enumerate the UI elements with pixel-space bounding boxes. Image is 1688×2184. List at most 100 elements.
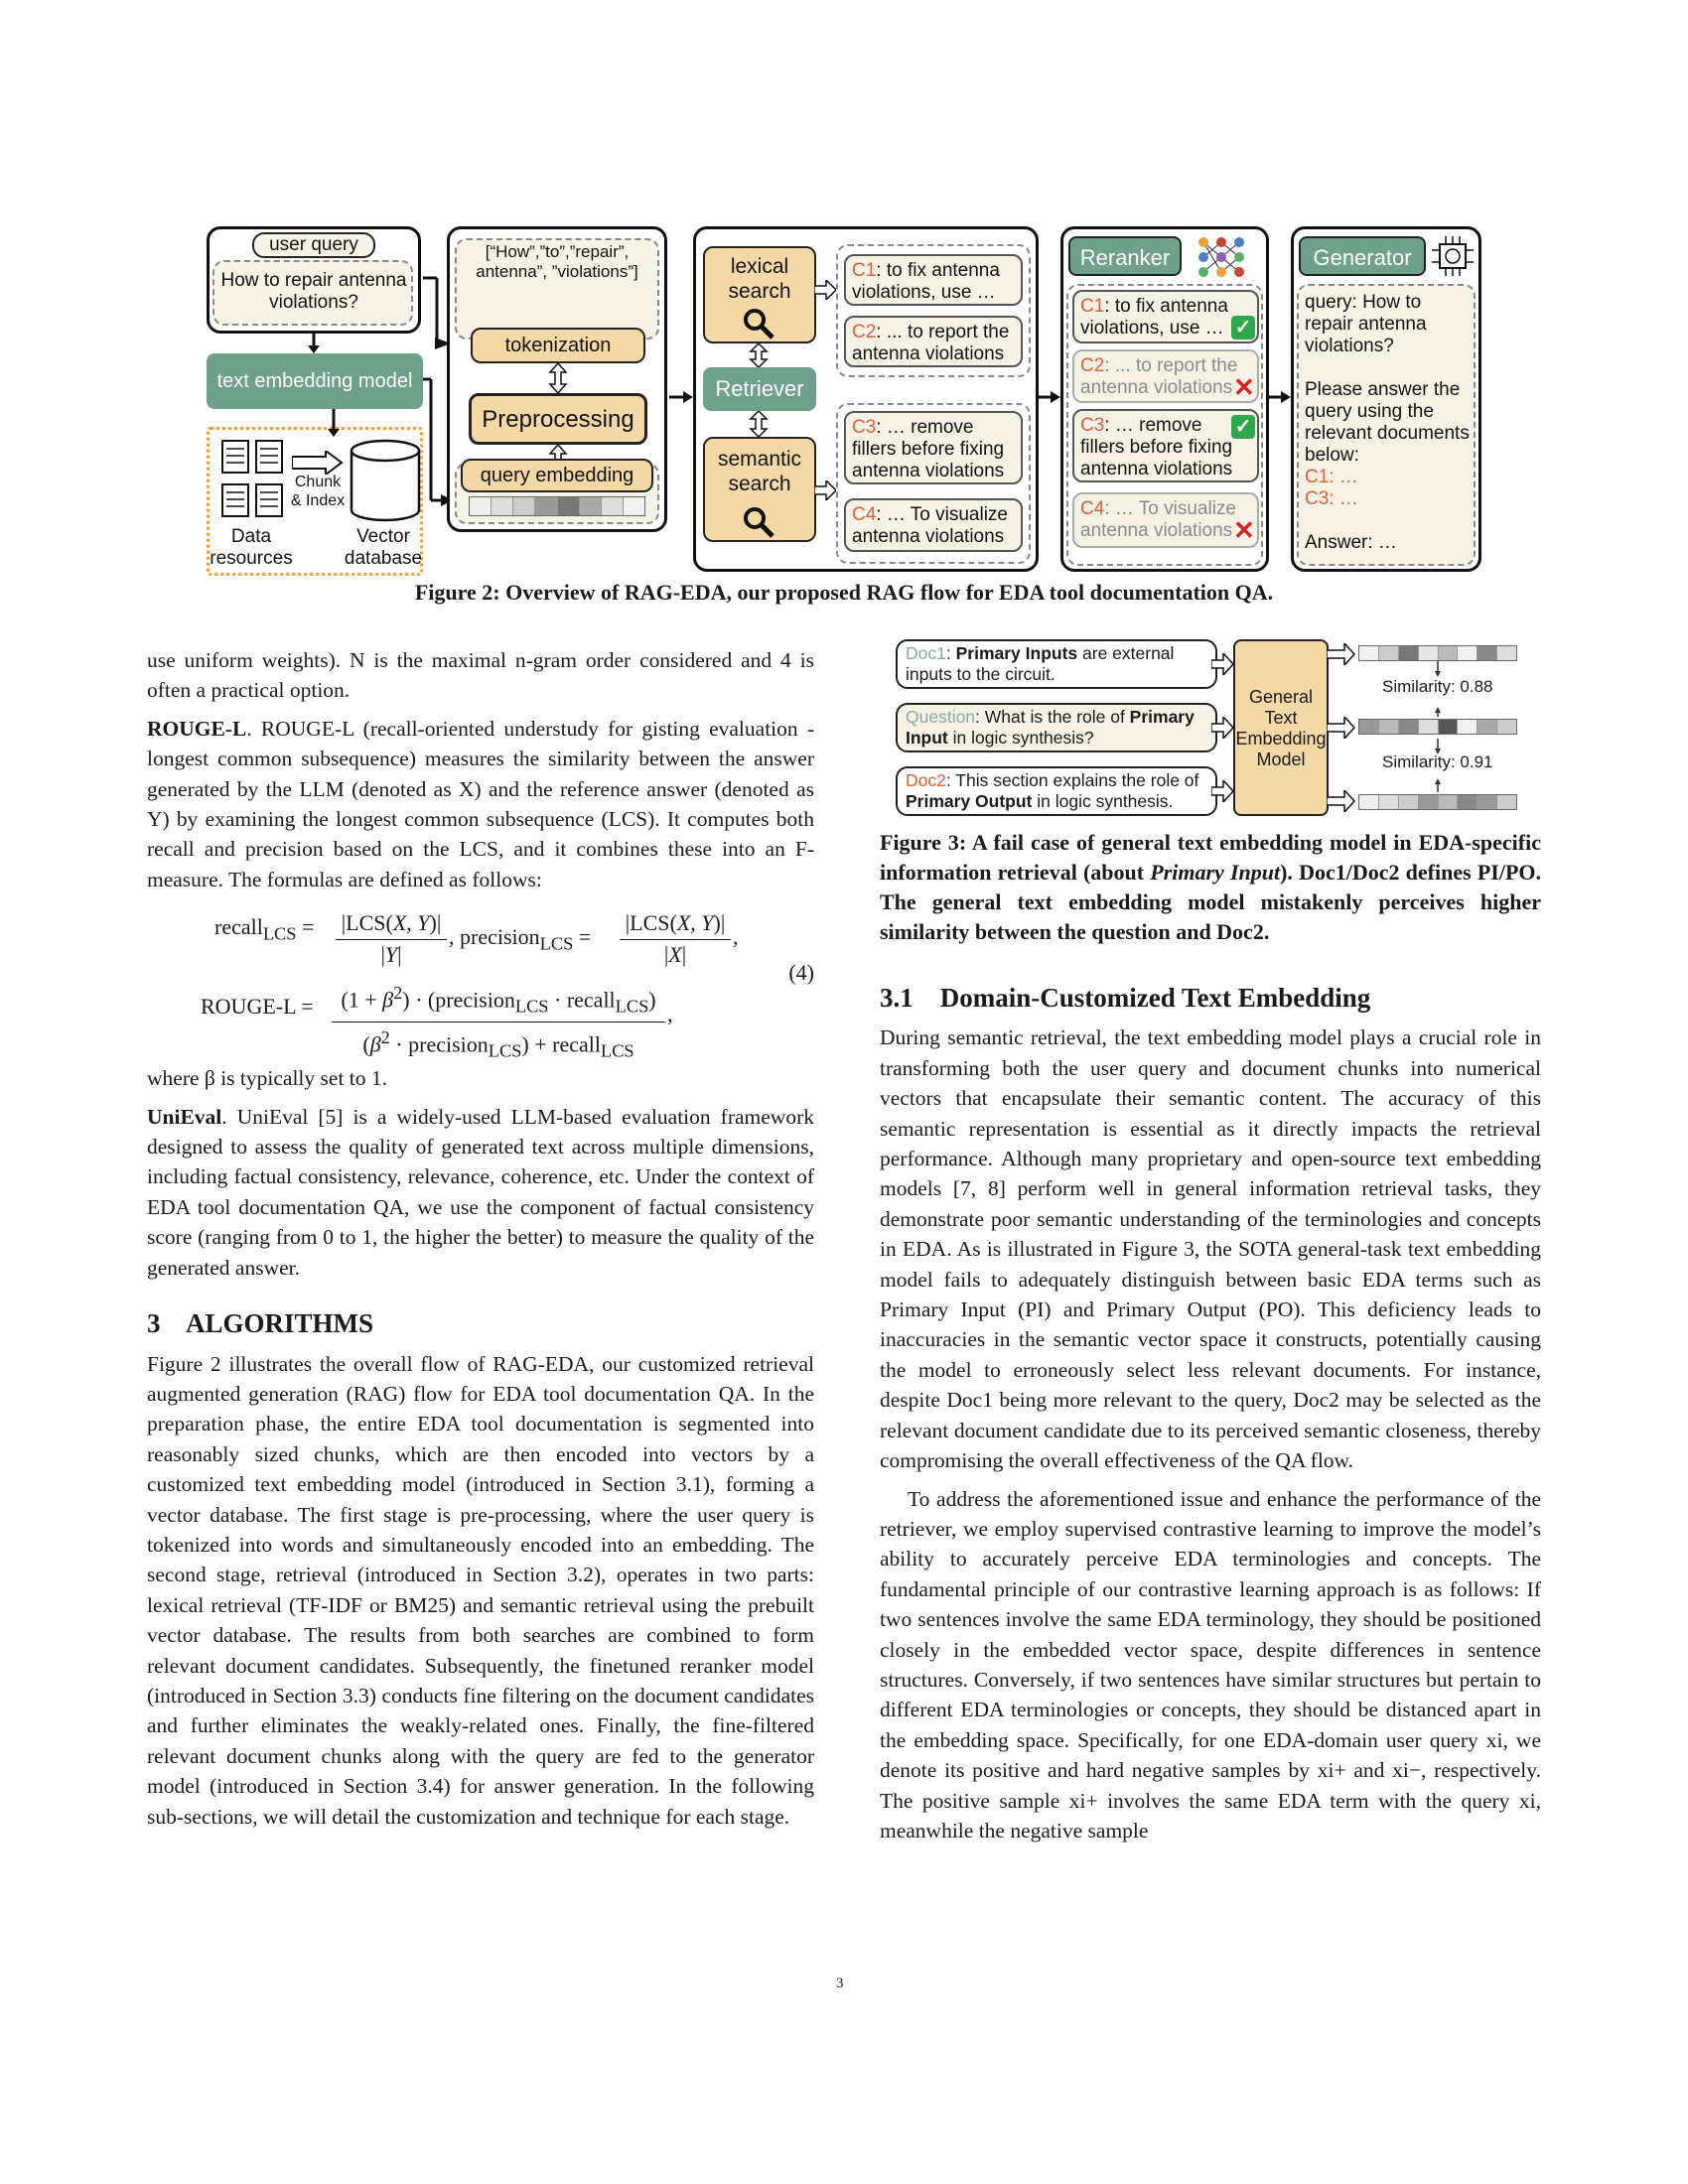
- double-arrow-icon: [548, 363, 568, 393]
- general-embedding-model: General Text Embedding Model: [1233, 639, 1329, 816]
- caption-emphasis: Primary Input: [1150, 860, 1281, 885]
- user-query-label: user query: [252, 232, 375, 258]
- reranked-c4: C4: … To visualize antenna violations: [1072, 492, 1259, 548]
- generator-box: Generator: [1299, 236, 1426, 276]
- generator-prompt: query: How to repair antenna violations?…: [1305, 292, 1470, 554]
- candidate-id: C2: [852, 322, 877, 342]
- doc1-vector: [1358, 645, 1517, 661]
- arrow-right-icon: [1269, 391, 1291, 403]
- caption-text: ). Doc1/Doc2 defines PI/PO. The general …: [880, 860, 1541, 944]
- paragraph: where β is typically set to 1.: [147, 1066, 388, 1091]
- unieval-paragraph: UniEval. UniEval [5] is a widely-used LL…: [147, 1102, 814, 1283]
- paragraph: During semantic retrieval, the text embe…: [880, 1025, 1541, 1473]
- candidate-id: C3: [852, 417, 877, 438]
- question-label: Question: [906, 707, 976, 727]
- section-3-body: Figure 2 illustrates the overall flow of…: [147, 1351, 814, 1829]
- similarity-2: Similarity: 0.91: [1382, 752, 1493, 771]
- prompt-instruction: Please answer the query using the releva…: [1305, 379, 1470, 466]
- left-column: use uniform weights). N is the maximal n…: [147, 645, 814, 1840]
- neural-network-icon: [1198, 237, 1244, 277]
- arrow-right-icon: [669, 391, 693, 403]
- data-resources-label: Data resources: [210, 526, 293, 569]
- reranked-c2: C2: ... to report the antenna violations: [1072, 349, 1259, 403]
- chunk-arrow-icon: [292, 451, 344, 475]
- doc2-box: Doc2: This section explains the role of …: [896, 766, 1217, 816]
- generator-prompt-box: [1297, 284, 1476, 566]
- query-embedding-vector: [469, 496, 645, 516]
- candidate-text: : … remove fillers before fixing antenna…: [1080, 415, 1233, 479]
- equation-number: (4): [788, 960, 814, 986]
- double-arrow-icon: [749, 411, 769, 437]
- check-icon: ✓: [1231, 316, 1255, 340]
- lexical-search-label: lexical search: [728, 255, 791, 303]
- double-arrow-icon: [749, 343, 769, 367]
- search-icon: [744, 309, 774, 340]
- doc1-box: Doc1: Primary Inputs are external inputs…: [896, 639, 1217, 689]
- candidate-text: : to fix antenna violations, use …: [1080, 296, 1228, 339]
- prompt-answer: Answer: …: [1305, 532, 1397, 553]
- candidate-text: : ... to report the antenna violations: [1080, 355, 1238, 398]
- question-box: Question: What is the role of Primary In…: [896, 703, 1217, 752]
- similarity-arrows: [1435, 661, 1441, 792]
- search-icon: [744, 507, 774, 538]
- doc1-term: Primary Inputs: [955, 643, 1078, 663]
- vector-database-label: Vector database: [344, 526, 423, 569]
- question-vector: [1358, 719, 1517, 735]
- rouge-heading: ROUGE-L: [147, 716, 247, 741]
- doc2-term: Primary Output: [906, 791, 1033, 811]
- candidate-text: : … To visualize antenna violations: [1080, 498, 1236, 541]
- paragraph: To address the aforementioned issue and …: [880, 1486, 1541, 1843]
- candidate-c2: C2: ... to report the antenna violations: [844, 316, 1023, 367]
- candidate-id: C1: [852, 260, 877, 281]
- candidate-id: C2: [1080, 355, 1105, 376]
- candidate-id: C4: [852, 504, 877, 525]
- data-resources-area: [207, 427, 423, 576]
- similarity-1: Similarity: 0.88: [1382, 677, 1493, 696]
- section-3-1-title: 3.1 Domain-Customized Text Embedding: [880, 983, 1371, 1013]
- page-number: 3: [836, 1976, 844, 1991]
- doc1-label: Doc1: [906, 643, 946, 663]
- candidate-text: : to fix antenna violations, use …: [852, 260, 1000, 303]
- retriever-box: Retriever: [703, 367, 816, 411]
- hollow-arrow-icon: [1211, 653, 1235, 675]
- hollow-arrow-icon: [1327, 790, 1356, 812]
- vector-database-icon: [350, 439, 421, 522]
- arrow-down-icon: [328, 409, 340, 437]
- figure-2-caption: Figure 2: Overview of RAG-EDA, our propo…: [414, 580, 1274, 605]
- figure-3-caption: Figure 3: A fail case of general text em…: [880, 828, 1541, 947]
- arrow-down-icon: [308, 332, 320, 353]
- hollow-arrow-icon: [814, 280, 838, 300]
- cross-icon: ✕: [1233, 372, 1255, 402]
- tokenization-box: tokenization: [471, 328, 645, 363]
- user-query-box: [212, 260, 413, 326]
- user-query-text: How to repair antenna violations?: [220, 270, 407, 313]
- candidate-id: C4: [1080, 498, 1105, 519]
- prompt-c1: C1: …: [1305, 467, 1358, 487]
- tokens-box: [455, 238, 659, 340]
- question-text: : What is the role of: [975, 707, 1130, 727]
- tokens-text: [“How”,”to”,”repair”, antenna”, ”violati…: [476, 242, 638, 281]
- query-embedding-box: query embedding: [461, 459, 653, 492]
- doc2-label: Doc2: [906, 770, 946, 790]
- doc2-text: : This section explains the role of: [945, 770, 1199, 790]
- hollow-arrow-icon: [1327, 717, 1356, 739]
- hollow-arrow-icon: [1211, 717, 1235, 739]
- doc1-text: are external inputs to the circuit.: [906, 643, 1175, 684]
- hollow-arrow-icon: [814, 480, 838, 500]
- question-text: in logic synthesis?: [947, 728, 1094, 748]
- candidate-text: : ... to report the antenna violations: [852, 322, 1010, 364]
- section-3-title: 3 ALGORITHMS: [147, 1308, 374, 1339]
- reranker-box: Reranker: [1068, 236, 1182, 276]
- candidate-c3: C3: … remove fillers before fixing anten…: [844, 411, 1023, 484]
- rouge-paragraph: ROUGE-L. ROUGE-L (recall-oriented unders…: [147, 714, 814, 894]
- prompt-c3: C3: …: [1305, 488, 1358, 509]
- reranked-c1: C1: to fix antenna violations, use …: [1072, 290, 1259, 343]
- preprocessing-box: Preprocessing: [469, 393, 647, 445]
- semantic-search-label: semantic search: [717, 448, 802, 495]
- figure-3: Doc1: Primary Inputs are external inputs…: [896, 639, 1521, 818]
- unieval-heading: UniEval: [147, 1104, 222, 1129]
- prompt-query: query: How to repair antenna violations?: [1305, 292, 1427, 356]
- hollow-arrow-icon: [1327, 643, 1356, 665]
- reranked-c3: C3: … remove fillers before fixing anten…: [1072, 409, 1259, 482]
- text-embedding-model: text embedding model: [207, 353, 423, 409]
